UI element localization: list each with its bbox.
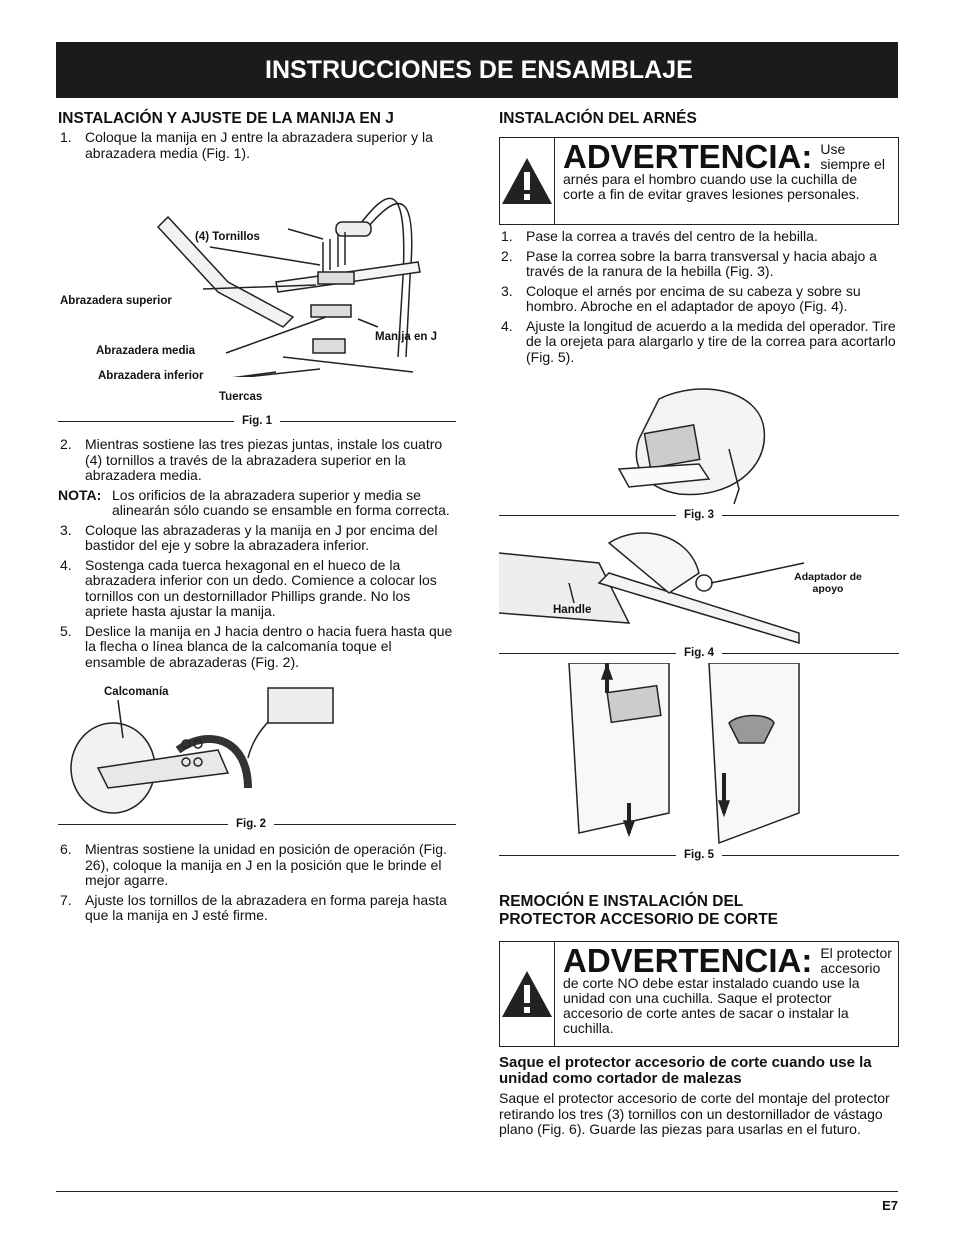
label-abrazadera-inferior: Abrazadera inferior [98,370,204,382]
page-header: INSTRUCCIONES DE ENSAMBLAJE [56,42,898,98]
j-handle-illustration [156,197,421,377]
step-number: 3. [501,282,513,299]
figure-5-caption: Fig. 5 [499,849,899,861]
warning-box-1: ADVERTENCIA: Use siempre el arnés para e… [499,137,899,225]
step-text: Mientras sostiene las tres piezas juntas… [85,436,443,483]
figure-caption: Fig. 4 [683,647,715,659]
step-text: Deslice la manija en J hacia dentro o ha… [85,622,453,670]
warning-text: Use siempre el arnés para el hombro cuan… [563,141,885,202]
step-text: Coloque las abrazaderas y la manija en J… [85,521,438,553]
figure-3 [499,379,899,509]
note-label: NOTA: [58,486,102,503]
step-text: Sostenga cada tuerca hexagonal en el hue… [85,556,437,619]
figure-5 [499,663,899,849]
figure-3-caption: Fig. 3 [499,509,899,521]
step-6: 6. Mientras sostiene la unidad en posici… [58,841,456,889]
figure-caption: Fig. 3 [683,509,715,521]
label-tuercas: Tuercas [219,391,263,403]
label-manija: Manija en J [375,331,437,343]
figure-1-caption: Fig. 1 [58,415,456,427]
step-text: Ajuste los tornillos de la abrazadera en… [85,891,447,923]
warning-title: ADVERTENCIA: [563,138,813,175]
step-number: 7. [60,891,72,908]
label-adaptador-apoyo: Adaptador de apoyo [794,571,862,595]
figure-caption: Fig. 5 [683,849,715,861]
label-tornillos: (4) Tornillos [195,231,260,243]
note-text: Los orificios de la abrazadera superior … [112,486,450,518]
harness-step: 2. Pase la correa sobre la barra transver… [499,247,899,280]
section-heading-protector: REMOCIÓN E INSTALACIÓN DEL PROTECTOR ACC… [499,893,779,928]
step-7: 7. Ajuste los tornillos de la abrazadera… [58,891,456,924]
subheading-cortador: Saque el protector accesorio de corte cu… [499,1054,872,1087]
figure-4-caption: Fig. 4 [499,647,899,659]
step-number: 4. [60,556,72,573]
label-calcomania: Calcomanía [104,686,169,698]
warning-text: El protector accesorio de corte NO debe … [563,945,892,1036]
step-1: 1. Coloque la manija en J entre la abraz… [58,129,456,161]
step-number: 6. [60,841,72,857]
figure-2: Calcomanía [58,678,456,816]
step-number: 1. [501,228,513,244]
strap-length-illustration [568,663,800,845]
warning-triangle-icon [500,138,555,224]
step-text: Ajuste la longitud de acuerdo a la medid… [526,317,896,365]
left-column: INSTALACIÓN Y AJUSTE DE LA MANIJA EN J 1… [58,110,456,924]
step-text: Coloque el arnés por encima de su cabeza… [526,282,861,314]
step-text: Pase la correa sobre la barra transversa… [526,247,877,279]
warning-title: ADVERTENCIA: [563,942,813,979]
figure-2-caption: Fig. 2 [58,818,456,830]
step-number: 2. [501,247,513,264]
support-adapter-illustration [499,532,805,645]
harness-step: 3. Coloque el arnés por encima de su cabe… [499,282,899,315]
step-3: 3. Coloque las abrazaderas y la manija e… [58,521,456,554]
figure-1: (4) Tornillos Abrazadera superior Manija… [58,167,456,403]
label-abrazadera-media: Abrazadera media [96,345,196,357]
step-number: 1. [60,129,72,145]
decal-illustration [70,687,334,814]
footer-rule [56,1191,898,1192]
step-number: 2. [60,436,72,452]
paragraph-protector: Saque el protector accesorio de corte de… [499,1090,890,1137]
step-text: Pase la correa a través del centro de la… [526,228,818,244]
step-5: 5. Deslice la manija en J hacia dentro o… [58,622,456,671]
step-number: 4. [501,317,513,334]
step-text: Mientras sostiene la unidad en posición … [85,841,447,888]
page-number: E7 [882,1198,898,1213]
step-number: 3. [60,521,72,538]
section-heading-arnes: INSTALACIÓN DEL ARNÉS [499,110,697,127]
page-title: INSTRUCCIONES DE ENSAMBLAJE [265,56,693,84]
figure-caption: Fig. 2 [236,818,267,830]
label-handle: Handle [553,604,592,616]
step-2: 2. Mientras sostiene las tres piezas jun… [58,436,456,484]
warning-box-2: ADVERTENCIA: El protector accesorio de c… [499,941,899,1047]
buckle-illustration [617,388,766,505]
step-4: 4. Sostenga cada tuerca hexagonal en el … [58,556,456,620]
warning-triangle-icon [500,942,555,1046]
note: NOTA: Los orificios de la abrazadera sup… [58,486,456,519]
harness-step: 1. Pase la correa a través del centro de … [499,228,899,245]
figure-caption: Fig. 1 [241,415,272,427]
harness-steps: 1. Pase la correa a través del centro de … [499,228,899,366]
label-abrazadera-superior: Abrazadera superior [60,295,172,307]
figure-4: Adaptador de apoyo Handle [499,523,899,647]
step-number: 5. [60,622,72,639]
step-text: Coloque la manija en J entre la abrazade… [85,129,433,161]
right-column: INSTALACIÓN DEL ARNÉS ADVERTENCIA: Use s… [499,110,899,1138]
harness-step: 4. Ajuste la longitud de acuerdo a la med… [499,317,899,366]
section-heading-manija: INSTALACIÓN Y AJUSTE DE LA MANIJA EN J [58,110,394,127]
